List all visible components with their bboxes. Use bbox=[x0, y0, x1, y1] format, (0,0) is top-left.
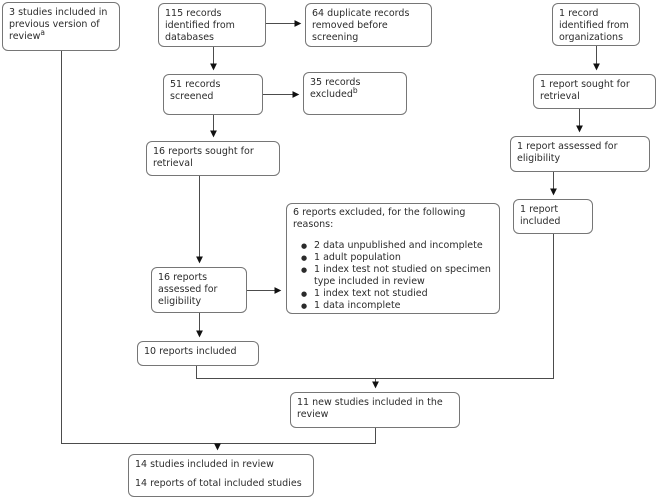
excluded-reason-item: 1 index test not studied on specimen typ… bbox=[301, 264, 493, 288]
excluded-reason-item: 1 index text not studied bbox=[301, 288, 493, 300]
box-reports-included-label: 10 reports included bbox=[144, 346, 237, 357]
excluded-reason-item: 1 adult population bbox=[301, 252, 493, 264]
excluded-reason-item: 1 data incomplete bbox=[301, 300, 493, 312]
box-report-included-label: 1 report included bbox=[520, 204, 561, 227]
box-previous-version-studies: 3 studies included in previous version o… bbox=[2, 2, 120, 51]
box-record-identified-organizations: 1 record identified from organizations bbox=[552, 3, 640, 46]
reports-excluded-reasons-list: 2 data unpublished and incomplete 1 adul… bbox=[293, 240, 493, 312]
excluded-reason-item: 2 data unpublished and incomplete bbox=[301, 240, 493, 252]
box-previous-version-studies-label: 3 studies included in previous version o… bbox=[9, 7, 108, 42]
box-reports-sought-retrieval-label: 16 reports sought for retrieval bbox=[153, 146, 254, 169]
footnote-a-marker: a bbox=[40, 27, 46, 37]
box-report-assessed-eligibility-label: 1 report assessed for eligibility bbox=[517, 141, 618, 164]
box-report-sought-retrieval: 1 report sought for retrieval bbox=[533, 74, 656, 109]
box-records-screened: 51 records screened bbox=[163, 74, 263, 115]
box-records-identified-databases-label: 115 records identified from databases bbox=[165, 8, 235, 43]
reports-excluded-reasons-heading: 6 reports excluded, for the following re… bbox=[293, 207, 466, 230]
box-report-assessed-eligibility: 1 report assessed for eligibility bbox=[510, 136, 650, 172]
box-records-excluded: 35 records excludedb bbox=[303, 72, 407, 115]
box-reports-assessed-eligibility-label: 16 reports assessed for eligibility bbox=[158, 272, 218, 307]
box-reports-excluded-reasons: 6 reports excluded, for the following re… bbox=[286, 203, 500, 314]
total-included-studies-line: 14 studies included in review bbox=[135, 459, 274, 470]
box-reports-assessed-eligibility: 16 reports assessed for eligibility bbox=[151, 267, 247, 313]
box-record-identified-organizations-label: 1 record identified from organizations bbox=[559, 8, 629, 43]
box-report-sought-retrieval-label: 1 report sought for retrieval bbox=[540, 79, 630, 102]
total-included-reports-line: 14 reports of total included studies bbox=[135, 478, 302, 489]
box-report-included: 1 report included bbox=[513, 199, 593, 234]
box-duplicate-records-removed-label: 64 duplicate records removed before scre… bbox=[312, 8, 410, 43]
box-new-studies-included-label: 11 new studies included in the review bbox=[297, 397, 443, 420]
box-duplicate-records-removed: 64 duplicate records removed before scre… bbox=[305, 3, 432, 47]
box-reports-included: 10 reports included bbox=[137, 341, 259, 366]
box-new-studies-included: 11 new studies included in the review bbox=[290, 392, 460, 428]
box-reports-sought-retrieval: 16 reports sought for retrieval bbox=[146, 141, 280, 176]
footnote-b-marker: b bbox=[352, 85, 358, 95]
box-records-excluded-label: 35 records excluded bbox=[310, 77, 361, 100]
box-total-included: 14 studies included in review 14 reports… bbox=[128, 454, 314, 497]
box-records-identified-databases: 115 records identified from databases bbox=[158, 3, 266, 47]
box-records-screened-label: 51 records screened bbox=[170, 79, 221, 102]
